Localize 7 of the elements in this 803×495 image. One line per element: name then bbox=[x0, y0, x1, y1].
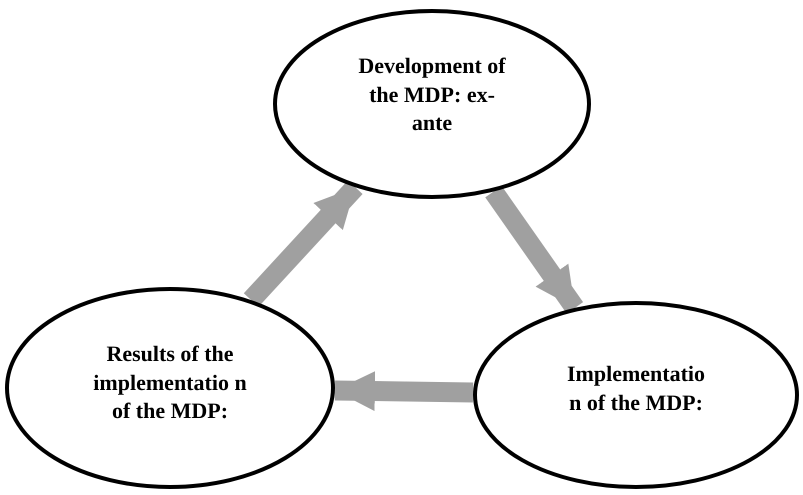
node-label: Development of the MDP: ex-ante bbox=[357, 52, 507, 138]
ellipse-node bbox=[473, 301, 799, 489]
block-arrow bbox=[334, 371, 474, 412]
ellipse-node bbox=[5, 287, 335, 489]
node-label: Results of the implementatio n of the MDP: bbox=[92, 340, 248, 426]
node-label: Implementatio n of the MDP: bbox=[566, 360, 706, 417]
ellipse-node bbox=[273, 9, 591, 199]
